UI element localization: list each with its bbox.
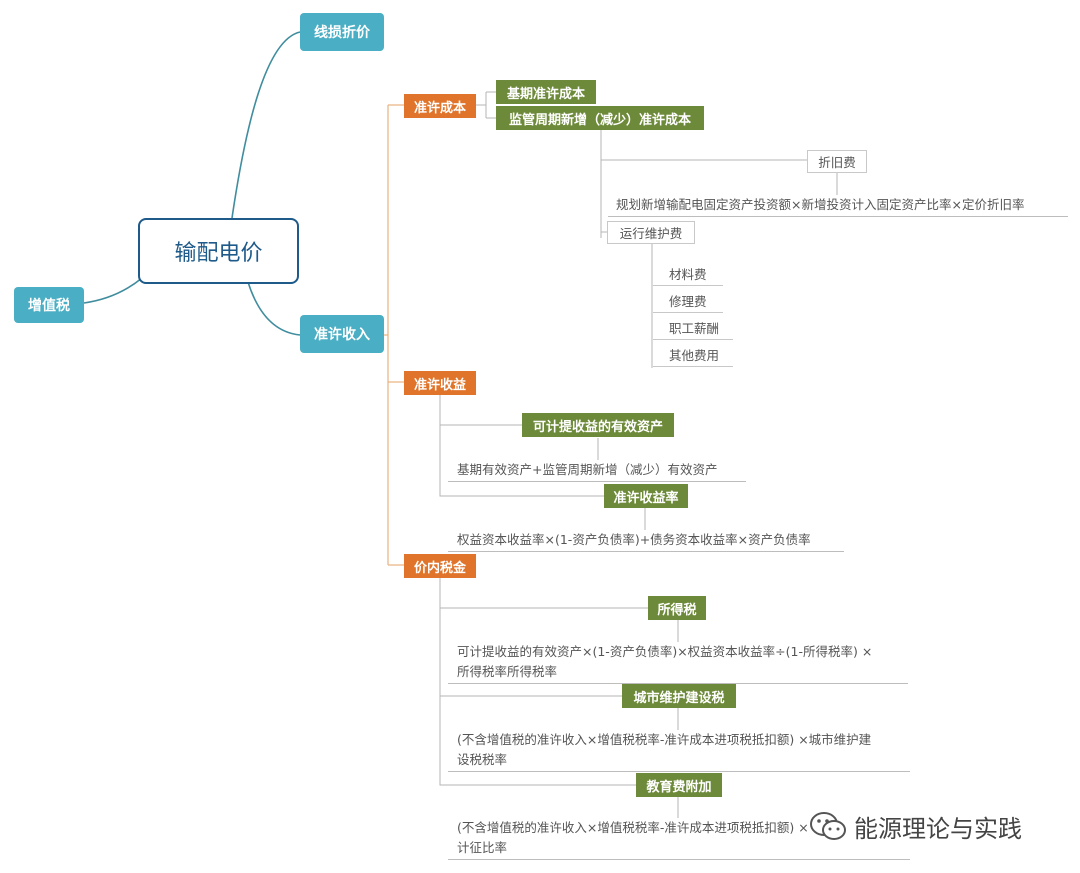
edu-surcharge-formula-line-2: 计征比率 [457,840,508,855]
urban-tax-node[interactable]: 城市维护建设税 [622,684,736,708]
depreciation-node[interactable]: 折旧费 [807,150,867,173]
vat-node[interactable]: 增值税 [14,287,84,323]
urban-tax-formula: (不含增值税的准许收入×增值税税率-准许成本进项税抵扣额) ×城市维护建 设税税… [448,730,910,772]
urban-tax-formula-line-1: (不含增值税的准许收入×增值税税率-准许成本进项税抵扣额) ×城市维护建 [457,732,872,747]
income-tax-formula: 可计提收益的有效资产×(1-资产负债率)×权益资本收益率÷(1-所得税率) × … [448,642,908,684]
om-item-materials[interactable]: 材料费 [653,262,723,286]
base-cost-node[interactable]: 基期准许成本 [496,80,596,104]
edu-surcharge-node[interactable]: 教育费附加 [636,773,722,797]
allowed-revenue-node[interactable]: 准许收入 [300,315,384,353]
watermark-text: 能源理论与实践 [854,814,1022,843]
new-cost-node[interactable]: 监管周期新增（减少）准许成本 [496,106,704,130]
income-tax-formula-line-1: 可计提收益的有效资产×(1-资产负债率)×权益资本收益率÷(1-所得税率) × [457,644,873,659]
edu-surcharge-formula: (不含增值税的准许收入×增值税税率-准许成本进项税抵扣额) × 计征比率 [448,818,910,860]
return-rate-node[interactable]: 准许收益率 [604,484,688,508]
allowed-return-node[interactable]: 准许收益 [404,371,476,395]
urban-tax-formula-line-2: 设税税率 [457,752,508,767]
allowed-cost-node[interactable]: 准许成本 [404,94,476,118]
income-tax-node[interactable]: 所得税 [648,596,706,620]
om-cost-node[interactable]: 运行维护费 [607,221,695,244]
line-loss-node[interactable]: 线损折价 [300,13,384,51]
effective-assets-node[interactable]: 可计提收益的有效资产 [522,413,674,437]
wechat-icon [810,812,846,840]
effective-assets-formula: 基期有效资产+监管周期新增（减少）有效资产 [448,460,746,482]
watermark: 能源理论与实践 [808,806,1058,846]
price-tax-node[interactable]: 价内税金 [404,554,476,578]
edu-surcharge-formula-line-1: (不含增值税的准许收入×增值税税率-准许成本进项税抵扣额) × [457,820,809,835]
root-node[interactable]: 输配电价 [138,218,299,284]
depreciation-formula: 规划新增输配电固定资产投资额×新增投资计入固定资产比率×定价折旧率 [608,195,1068,217]
income-tax-formula-line-2: 所得税率所得税率 [457,664,558,679]
return-rate-formula: 权益资本收益率×(1-资产负债率)+债务资本收益率×资产负债率 [448,530,844,552]
om-item-wages[interactable]: 职工薪酬 [653,316,733,340]
om-item-other[interactable]: 其他费用 [653,343,733,367]
om-item-repair[interactable]: 修理费 [653,289,723,313]
